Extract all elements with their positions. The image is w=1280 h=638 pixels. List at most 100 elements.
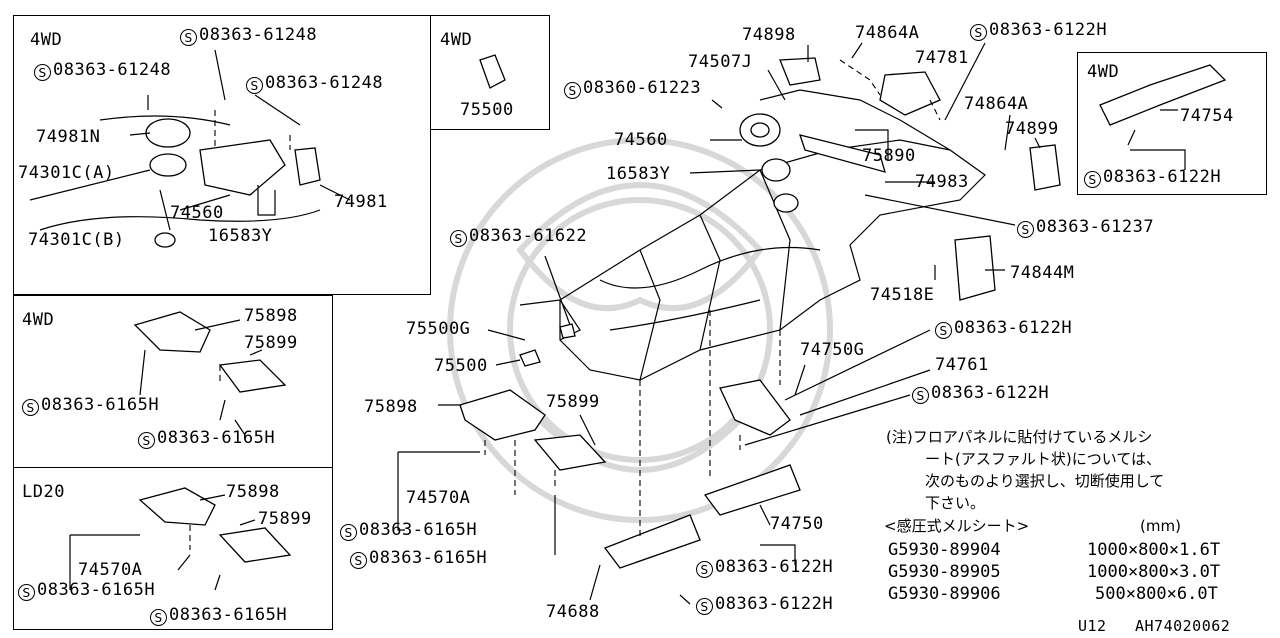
part-label: 74981N — [36, 127, 101, 147]
s-symbol-icon: S — [350, 552, 367, 569]
part-label: 74983 — [915, 172, 969, 192]
part-label: 74899 — [1005, 119, 1059, 139]
s-symbol-icon: S — [912, 387, 929, 404]
part-label: 16583Y — [208, 226, 273, 246]
s-symbol-icon: S — [18, 584, 35, 601]
part-label: 75890 — [862, 146, 916, 166]
variant-4wd-mid-left: 4WD — [22, 310, 55, 330]
s-symbol-icon: S — [450, 230, 467, 247]
part-label: 74560 — [170, 203, 224, 223]
part-label: 75898 — [364, 397, 418, 417]
s-symbol-icon: S — [34, 64, 51, 81]
part-label: 74301C(A) — [18, 163, 115, 183]
s-symbol-icon: S — [1017, 221, 1034, 238]
main-parts — [459, 57, 1061, 569]
variant-4wd-top-mid: 4WD — [440, 30, 473, 50]
part-label: 74518E — [870, 285, 935, 305]
part-label: 74898 — [742, 25, 796, 45]
s-symbol-icon: S — [935, 322, 952, 339]
part-label: 74570A — [406, 488, 471, 508]
part-label: 74864A — [964, 94, 1029, 114]
s-symbol-icon: S — [970, 24, 987, 41]
table-row-size: 1000×800×1.6T — [1087, 540, 1221, 560]
inset-ld20-bottom-left — [13, 467, 333, 630]
variant-ld20-bottom-left: LD20 — [22, 482, 65, 502]
part-label: 16583Y — [606, 164, 671, 184]
part-label: 74688 — [546, 602, 600, 622]
note-line-2: ート(アスファルト状)については、 — [925, 450, 1161, 468]
variant-4wd-top-left: 4WD — [30, 30, 63, 50]
part-label: 74570A — [78, 560, 143, 580]
part-label: 75899 — [244, 333, 298, 353]
part-label: 75898 — [226, 482, 280, 502]
part-label: 74864A — [855, 23, 920, 43]
s-symbol-icon: S — [246, 77, 263, 94]
s-symbol-icon: S — [138, 432, 155, 449]
part-label: 74981 — [334, 192, 388, 212]
table-row-part: G5930-89906 — [888, 584, 1001, 604]
part-label: 75898 — [244, 306, 298, 326]
part-label: 75899 — [546, 392, 600, 412]
table-row-part: G5930-89905 — [888, 562, 1001, 582]
part-label: 74781 — [915, 48, 969, 68]
s-symbol-icon: S — [22, 399, 39, 416]
note-line-3: 次のものより選択し、切断使用して — [925, 472, 1165, 490]
part-label: 74844M — [1010, 263, 1075, 283]
s-symbol-icon: S — [340, 524, 357, 541]
s-symbol-icon: S — [180, 29, 197, 46]
inset-4wd-top-mid — [430, 15, 550, 130]
note-line-4: 下さい。 — [925, 494, 986, 512]
bottom-left-inset-parts — [69, 487, 292, 591]
footer-ref: AH74020062 — [1135, 617, 1231, 635]
part-label: 74754 — [1180, 106, 1234, 126]
variant-4wd-right: 4WD — [1087, 62, 1120, 82]
table-row-part: G5930-89904 — [888, 540, 1001, 560]
s-symbol-icon: S — [1084, 171, 1101, 188]
table-row-size: 500×800×6.0T — [1095, 584, 1218, 604]
part-label: 75500 — [460, 100, 514, 120]
assembly-lines — [484, 59, 941, 540]
top-mid-inset-parts — [479, 54, 506, 89]
table-header-right: (mm) — [1140, 517, 1181, 535]
part-label: 74761 — [935, 355, 989, 375]
note-line-1: (注)フロアパネルに貼付けているメルシ — [886, 428, 1153, 446]
s-symbol-icon: S — [696, 561, 713, 578]
part-label: 74301C(B) — [28, 230, 125, 250]
leader-lines — [397, 42, 1041, 605]
part-label: 74507J — [688, 52, 753, 72]
top-left-inset-parts — [29, 49, 351, 248]
s-symbol-icon: S — [150, 609, 167, 626]
inset-4wd-top-left — [13, 15, 431, 295]
part-label: 74560 — [614, 130, 668, 150]
table-row-size: 1000×800×3.0T — [1087, 562, 1221, 582]
part-label: 74750 — [770, 514, 824, 534]
mid-left-inset-parts — [133, 311, 287, 436]
s-symbol-icon: S — [696, 598, 713, 615]
table-header-left: <感圧式メルシート> — [884, 517, 1030, 535]
part-label: 75899 — [258, 509, 312, 529]
footer-code: U12 — [1078, 617, 1107, 635]
s-symbol-icon: S — [564, 82, 581, 99]
part-label: 75500G — [406, 319, 471, 339]
part-label: 75500 — [434, 356, 488, 376]
right-inset-parts — [1099, 64, 1227, 170]
